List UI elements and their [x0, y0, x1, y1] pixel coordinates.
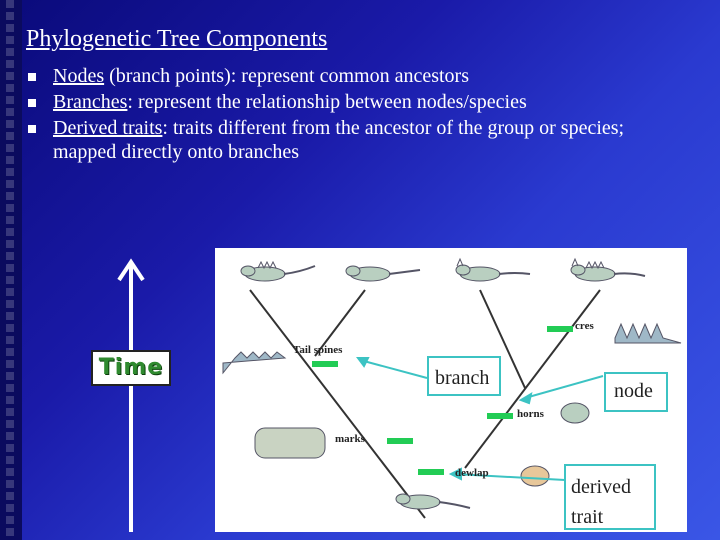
bullet-text-derived-traits: : traits different from the ancestor of … — [53, 117, 625, 163]
bullet-text-branches: : represent the relationship between nod… — [127, 91, 527, 113]
time-label: Time — [91, 350, 171, 386]
bullet-square-icon — [28, 73, 36, 81]
label-cres: cres — [575, 320, 594, 332]
slide-title: Phylogenetic Tree Components — [26, 26, 328, 52]
marks-icon — [254, 427, 326, 459]
bullet-square-icon — [28, 125, 36, 133]
dewlap-icon — [520, 465, 550, 487]
horns-icon — [560, 402, 590, 424]
trait-markers — [312, 326, 573, 475]
label-dewlap: dewlap — [455, 467, 489, 479]
tree-branches — [249, 289, 601, 519]
term-nodes: Nodes — [53, 65, 105, 87]
decorative-left-strip — [0, 0, 22, 540]
bullet-branches: Branches: represent the relationship bet… — [26, 90, 686, 114]
callout-node: node — [604, 372, 668, 412]
bullet-derived-traits: Derived traits: traits different from th… — [26, 116, 686, 164]
term-derived-traits: Derived traits — [53, 117, 163, 139]
label-horns: horns — [517, 408, 544, 420]
label-tail-spines: Tail spines — [293, 344, 343, 356]
trait-marker-cres — [547, 326, 573, 332]
lizard-icon-4 — [570, 257, 646, 282]
trait-marker-tail-spines — [312, 361, 338, 367]
lizard-icons — [240, 257, 646, 510]
tree-diagram — [222, 257, 682, 519]
trait-illustrations — [222, 322, 682, 487]
bullet-square-icon — [28, 99, 36, 107]
bullet-list: Nodes (branch points): represent common … — [26, 64, 686, 166]
callout-derived-trait: derived trait — [564, 464, 656, 530]
bullet-nodes: Nodes (branch points): represent common … — [26, 64, 686, 88]
crest-icon — [614, 322, 682, 344]
bullet-text-nodes: (branch points): represent common ancest… — [104, 65, 469, 87]
lizard-icon-2 — [345, 265, 421, 282]
tail-spines-icon — [222, 351, 287, 375]
trait-marker-marks — [387, 438, 413, 444]
label-marks: marks — [335, 433, 365, 445]
lizard-icon-3 — [455, 257, 531, 282]
trait-marker-horns — [487, 413, 513, 419]
lizard-icon-1 — [240, 260, 316, 282]
lizard-icon-ancestor — [395, 493, 471, 510]
callout-branch: branch — [427, 356, 501, 396]
term-branches: Branches — [53, 91, 128, 113]
callout-pointers — [356, 357, 604, 481]
time-arrow-icon — [117, 258, 145, 532]
trait-marker-dewlap — [418, 469, 444, 475]
